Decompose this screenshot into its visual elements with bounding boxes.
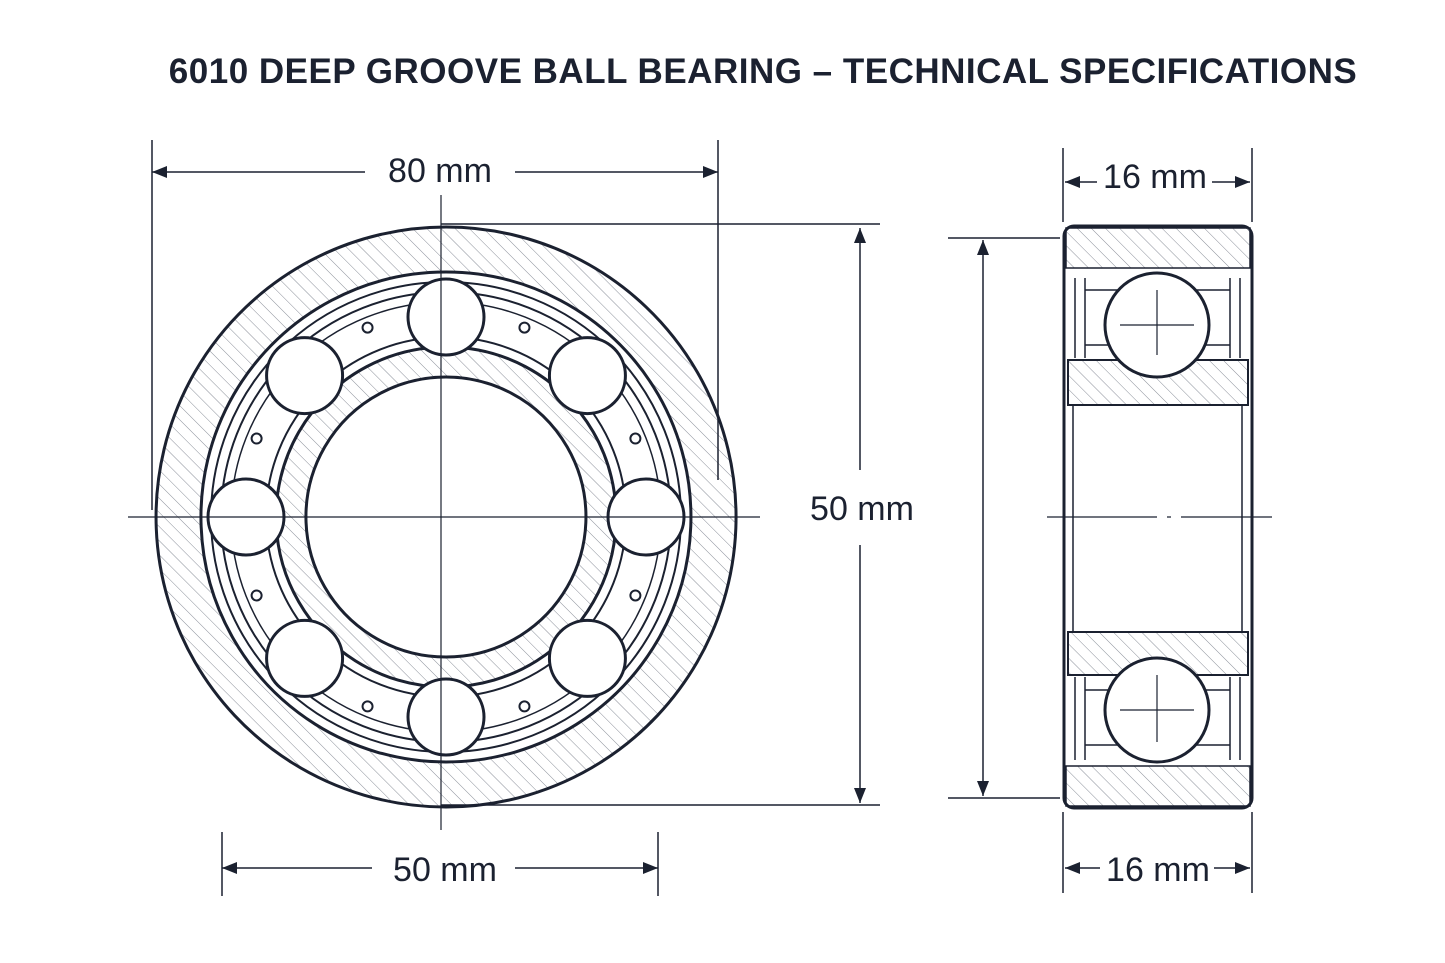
ball (547, 618, 627, 698)
cage-rivet (250, 589, 263, 602)
cage-rivet (250, 432, 263, 445)
cage-rivet (361, 321, 374, 334)
outer-ring (154, 225, 738, 809)
side-width-bottom-label: 16 mm (1106, 851, 1210, 889)
outer-diameter-label: 80 mm (388, 152, 492, 190)
cage-rivet (629, 589, 642, 602)
cage-rivets (250, 321, 642, 713)
ball (265, 336, 345, 416)
front-view (128, 195, 760, 830)
height-label: 50 mm (810, 490, 914, 528)
bore-label: 50 mm (393, 851, 497, 889)
diagram-title: 6010 DEEP GROOVE BALL BEARING – TECHNICA… (168, 52, 1358, 91)
cage-rivet (518, 321, 531, 334)
ball (406, 677, 486, 757)
cage-rivet (629, 432, 642, 445)
side-dimensions (948, 148, 1253, 893)
ball (406, 277, 486, 357)
cage-rivet (361, 700, 374, 713)
side-width-top-label: 16 mm (1103, 158, 1207, 196)
side-view (1047, 224, 1272, 810)
cage-rivet (518, 700, 531, 713)
front-dimensions (151, 140, 880, 896)
ball (547, 336, 627, 416)
ball (265, 618, 345, 698)
